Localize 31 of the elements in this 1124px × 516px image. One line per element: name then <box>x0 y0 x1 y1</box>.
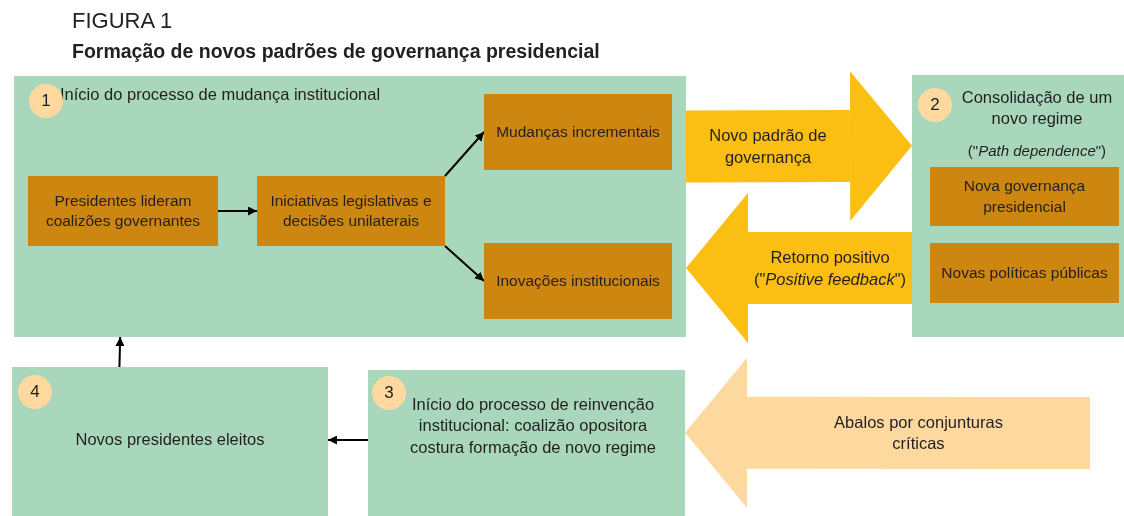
process-box: Presidentes lideram coalizões governantes <box>28 176 218 246</box>
arrow-label: Abalos por conjunturas críticas <box>833 411 1004 454</box>
panel-heading: Novos presidentes eleitos <box>74 429 266 450</box>
stage-panel <box>12 367 328 516</box>
process-box: Novas políticas públicas <box>930 243 1119 303</box>
arrow <box>444 131 485 177</box>
step-number-badge: 3 <box>372 376 406 410</box>
process-box: Mudanças incrementais <box>484 94 672 170</box>
stage-panel <box>912 75 1124 337</box>
arrow <box>115 336 125 368</box>
panel-subheading: ("Path dependence") <box>966 141 1108 161</box>
panel-heading: Início do processo de mudança institucional <box>60 84 382 105</box>
panel-heading: Início do processo de reinvenção institucional: coalizão opositora costura formação de novo regime <box>409 394 657 458</box>
stage-panel <box>14 76 686 337</box>
arrow <box>444 245 485 282</box>
figure-title: Formação de novos padrões de governança presidencial <box>72 40 600 63</box>
stage-panel <box>368 370 685 516</box>
process-box: Iniciativas legislativas e decisões unilaterais <box>257 176 445 246</box>
figure-number: FIGURA 1 <box>72 8 173 34</box>
block-arrow <box>686 193 912 344</box>
arrow-label: Retorno positivo ("Positive feedback") <box>752 246 907 290</box>
step-number-badge: 4 <box>18 375 52 409</box>
block-arrow <box>685 70 912 221</box>
arrow <box>217 206 258 216</box>
panel-heading: Consolidação de um novo regime <box>960 87 1114 130</box>
process-box: Nova governança presidencial <box>930 167 1119 226</box>
process-box: Inovações institucionais <box>484 243 672 319</box>
arrow <box>327 435 369 445</box>
arrow-label: Novo padrão de governança <box>708 124 828 168</box>
step-number-badge: 2 <box>918 88 952 122</box>
block-arrow <box>685 357 1090 508</box>
